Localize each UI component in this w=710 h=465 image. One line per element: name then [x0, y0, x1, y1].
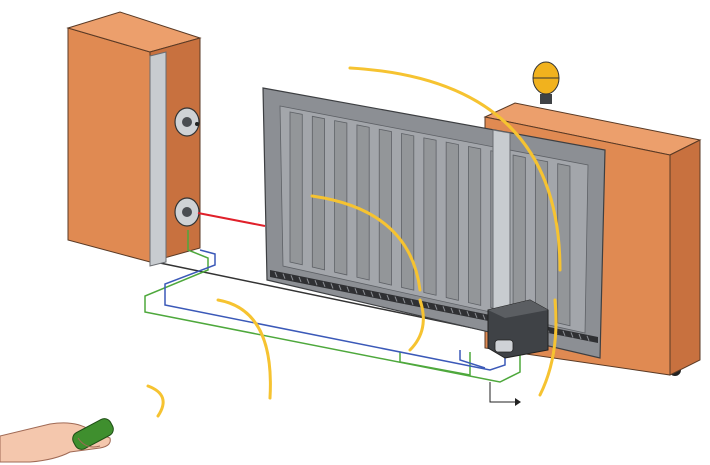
- signal-arc-remote: [146, 384, 165, 418]
- rack-tooth: [338, 284, 342, 291]
- photocell-top: [174, 107, 200, 137]
- signal-arc-middle: [310, 194, 422, 292]
- rack-tooth: [458, 309, 462, 315]
- rack-tooth: [290, 275, 294, 281]
- hand-with-remote: [0, 418, 114, 463]
- rack-tooth: [330, 283, 334, 289]
- left-pillar-post: [149, 51, 167, 267]
- gate-guide-post: [492, 129, 511, 319]
- wire-lead: [489, 382, 515, 403]
- gate-bar: [311, 115, 325, 271]
- rack-tooth: [386, 294, 390, 301]
- left-pillar-front: [67, 27, 151, 263]
- gate-bar: [468, 145, 482, 306]
- rack-tooth: [474, 312, 478, 319]
- sliding-gate: [262, 87, 606, 359]
- rack-tooth: [394, 296, 398, 302]
- gate-bar: [423, 137, 437, 296]
- rack-tooth: [322, 281, 326, 288]
- rack-tooth: [442, 306, 446, 312]
- rack-tooth: [570, 332, 574, 338]
- remote-icon: [72, 418, 114, 450]
- rack-tooth: [578, 333, 582, 340]
- gate-motor: [487, 299, 549, 359]
- gate-bar: [512, 154, 526, 317]
- rack-tooth: [482, 314, 486, 320]
- rack-tooth: [346, 286, 350, 292]
- signal-arc-small: [216, 298, 272, 400]
- rack-tooth: [562, 330, 566, 337]
- rack-tooth: [378, 293, 382, 299]
- rack-tooth: [362, 289, 366, 296]
- rack-tooth: [466, 311, 470, 317]
- rack-tooth: [402, 297, 406, 304]
- right-pillar-side: [669, 139, 701, 376]
- rack-tooth: [282, 273, 286, 279]
- rack-tooth: [354, 288, 358, 294]
- rack-tooth: [586, 335, 590, 341]
- rack-tooth: [298, 276, 302, 283]
- gate-bar: [445, 141, 459, 301]
- flashing-lamp: [532, 61, 560, 104]
- signal-arc-middle-lower: [408, 298, 425, 352]
- rack-tooth: [450, 307, 454, 314]
- gate-bar: [356, 124, 370, 281]
- gate-bar: [289, 111, 303, 266]
- signal-arc-large-lower: [538, 298, 558, 397]
- gate-bar: [334, 120, 348, 276]
- rack-tooth: [314, 280, 318, 286]
- rack-tooth: [370, 291, 374, 297]
- rack-tooth: [434, 304, 438, 310]
- wire-arrow: [515, 398, 521, 406]
- radio-signal-arcs: [146, 66, 562, 418]
- gate-bar: [401, 133, 415, 291]
- rack-tooth: [426, 302, 430, 309]
- signal-arc-large: [348, 66, 562, 272]
- rack-tooth: [410, 299, 414, 305]
- gate-bar: [557, 163, 571, 327]
- photocell-bottom: [174, 197, 200, 227]
- gate-bar: [378, 128, 392, 286]
- rack-tooth: [274, 271, 278, 278]
- left-pillar: [66, 11, 202, 267]
- rack-tooth: [306, 278, 310, 284]
- wiring-blue: [164, 249, 506, 371]
- safety-beam: [197, 212, 266, 227]
